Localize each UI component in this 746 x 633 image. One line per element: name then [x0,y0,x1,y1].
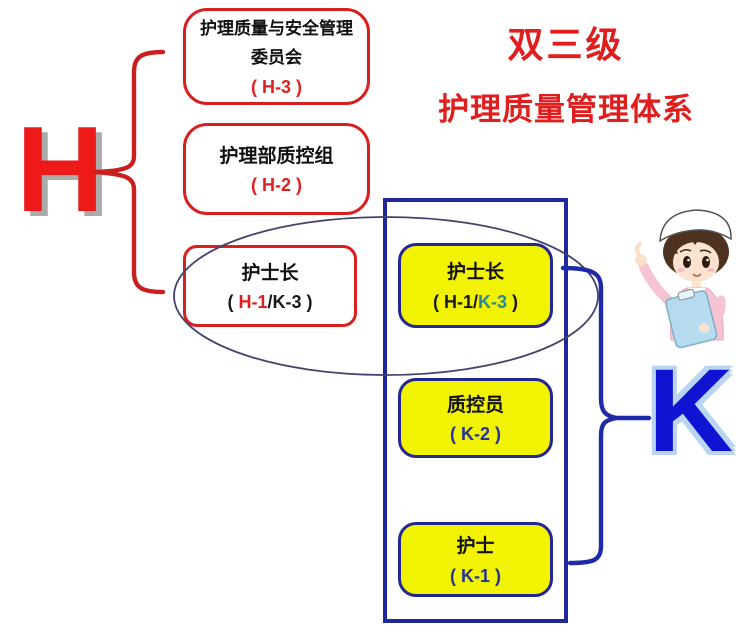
k-system-letter: K [648,345,734,477]
committee-label-line2: 委员会 [251,48,302,67]
h-brace [93,49,166,295]
head-nurse-h-code-pre: ( [227,292,239,313]
head-nurse-h-box: 护士长 ( H-1/K-3 ) [183,245,357,327]
nurse-raised-hand [635,254,647,266]
nurse-illustration [634,209,732,349]
nurse-eye-right [702,256,710,268]
nurse-holding-arm [701,295,726,332]
nurse-brow-right [699,249,712,254]
qc-member-code: ( K-2 ) [450,424,501,445]
nurse-brow-left [679,248,692,253]
nurse-box: 护士 ( K-1 ) [398,522,553,597]
qc-member-label: 质控员 [446,394,504,416]
head-nurse-k-code-pre: ( H-1/ [432,291,478,312]
nurse-fringe [665,231,682,254]
nurse-fringe-2 [682,229,714,245]
nurse-clipboard [665,288,718,349]
nurse-cap [659,209,732,243]
head-nurse-h-label: 护士长 [241,262,299,284]
nurse-neck [692,279,701,289]
nurse-blush-right [707,267,715,273]
nurse-eye-left-highlight [687,258,690,262]
h-system-letter: H [16,101,105,237]
qc-member-box: 质控员 ( K-2 ) [398,378,553,458]
nurse-eye-right-highlight [706,258,709,262]
k-brace [560,265,618,566]
head-nurse-k-code-post: ) [507,291,518,312]
title-line-1: 双三级 [507,24,625,65]
head-nurse-k-code: ( H-1/K-3 ) [433,292,518,313]
head-nurse-h-code-post: /K-3 ) [267,292,313,313]
head-nurse-k-code-k3: K-3 [477,291,507,312]
nurse-code: ( K-1 ) [450,565,501,586]
nurse-collar [688,288,706,299]
nurse-hair [663,226,729,278]
nurse-blush-left [677,267,685,273]
dept-qc-box: 护理部质控组 ( H-2 ) [183,123,370,215]
dept-qc-label: 护理部质控组 [219,145,334,167]
nurse-dress [670,287,724,341]
nurse-label: 护士 [456,536,495,558]
committee-label-line1: 护理质量与安全管理 [200,19,353,39]
nurse-raised-arm [639,262,673,305]
nurse-face [673,242,719,282]
nurse-hand-on-clipboard [698,323,710,333]
clipboard-clip [677,288,695,301]
head-nurse-k-box: 护士长 ( H-1/K-3 ) [398,243,553,328]
head-nurse-h-code-h1: H-1 [238,292,268,313]
nurse-mouth [692,273,702,277]
committee-code: ( H-3 ) [251,76,302,97]
head-nurse-k-label: 护士长 [446,262,504,284]
title-line-2: 护理质量管理体系 [438,92,694,127]
diagram-title: 双三级 护理质量管理体系 [405,16,727,129]
nurse-finger [634,242,642,256]
head-nurse-h-code: ( H-1/K-3 ) [227,292,312,313]
clipboard-board [665,290,718,349]
nurse-eye-left [683,256,691,268]
committee-box: 护理质量与安全管理 委员会 ( H-3 ) [183,8,370,105]
dept-qc-code: ( H-2 ) [251,175,302,196]
